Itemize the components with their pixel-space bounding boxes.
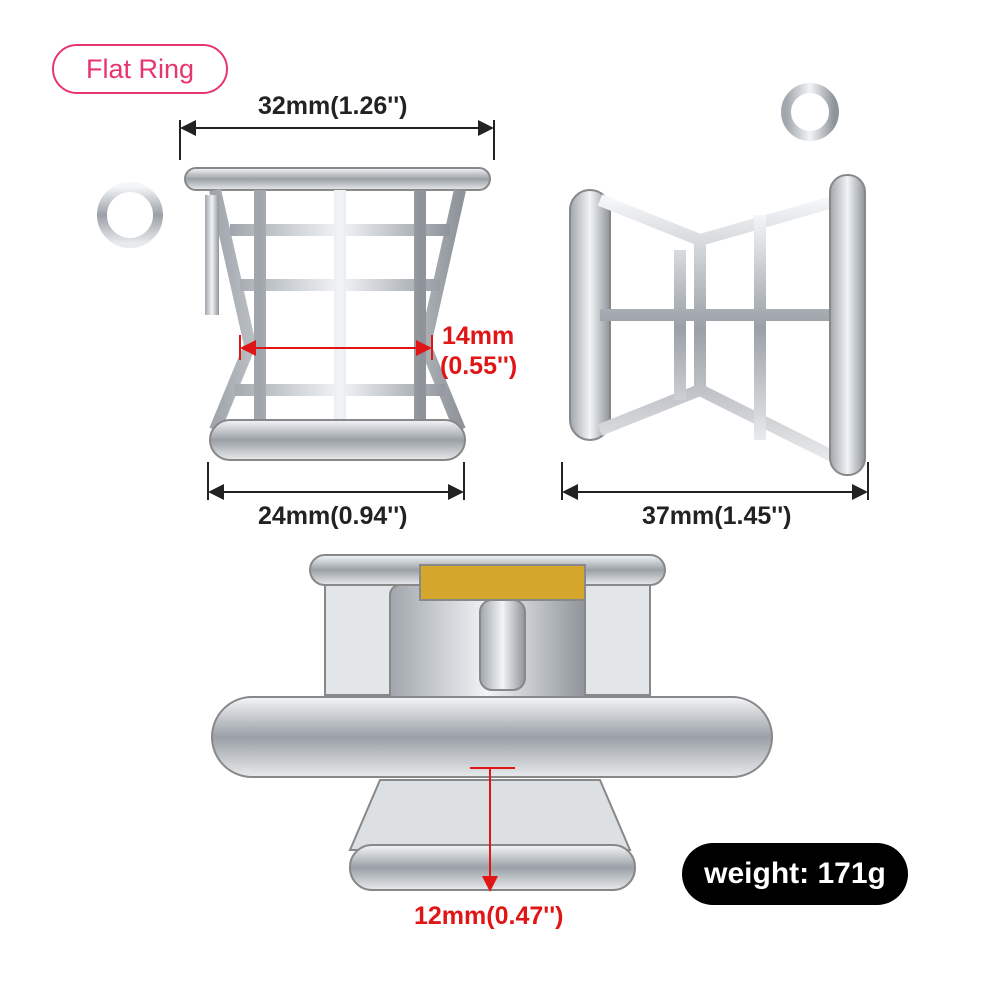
side-length-label: 37mm(1.45'') <box>642 502 792 530</box>
red-dimension-lines <box>239 335 515 892</box>
cage-bottom-view <box>211 554 773 891</box>
gap-label: 12mm(0.47'') <box>414 902 564 930</box>
flat-ring-badge: Flat Ring <box>52 44 228 94</box>
cage-side-view <box>569 83 866 476</box>
cage-front-view <box>97 167 491 461</box>
middle-width-label: 14mm <box>442 322 515 350</box>
middle-width-inch-label: (0.55'') <box>440 352 518 380</box>
weight-badge: weight: 171g <box>682 843 908 905</box>
bottom-width-label: 24mm(0.94'') <box>258 502 408 530</box>
top-width-label: 32mm(1.26'') <box>258 92 408 120</box>
dimension-lines <box>179 120 869 500</box>
